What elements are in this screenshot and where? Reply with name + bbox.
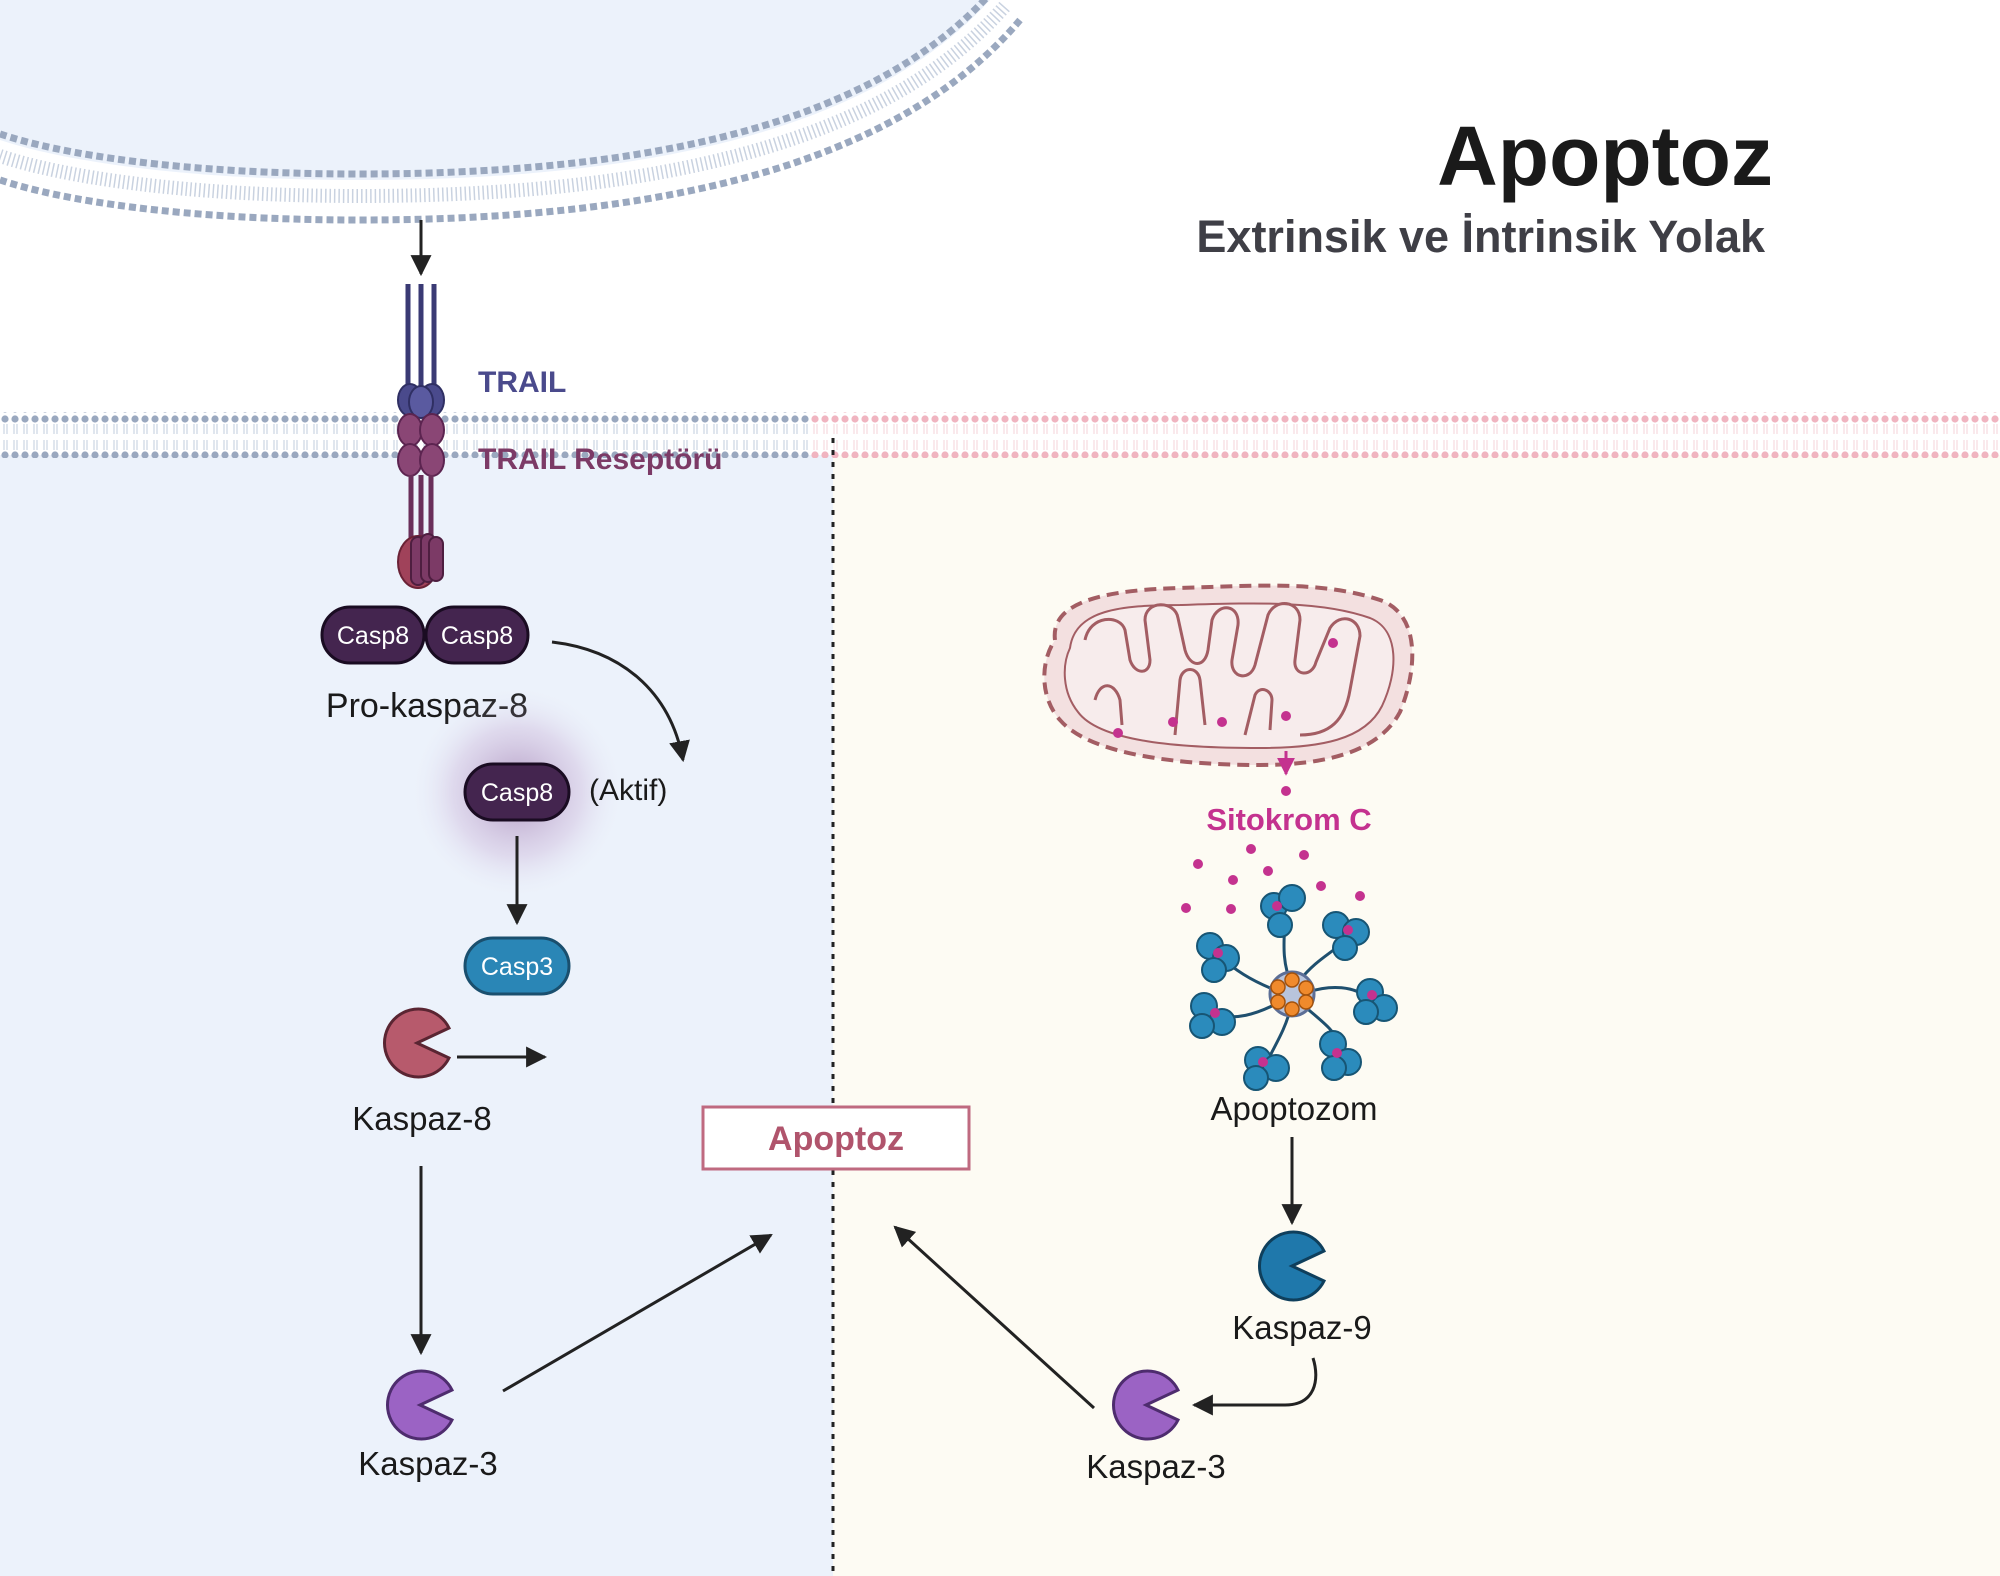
procaspase-8-pill-left: Casp8 — [337, 622, 409, 650]
caspase-9-to-caspase-3-arrow — [1191, 1357, 1318, 1416]
caspase-3-pacman-icon — [385, 1369, 455, 1441]
intrinsic-to-apoptosis-arrow — [893, 1225, 1096, 1410]
casp3-pill-label: Casp3 — [481, 953, 553, 981]
procaspase-8-complex — [320, 605, 530, 665]
caspase-8-label: Kaspaz-8 — [352, 1100, 491, 1137]
active-casp8-pill — [463, 762, 571, 822]
caspase-9-label: Kaspaz-9 — [1232, 1309, 1371, 1346]
trail-receptor-label: TRAIL Reseptörü — [478, 443, 722, 476]
active-casp8-pill-label: Casp8 — [481, 779, 553, 807]
trail-receptor-icon — [397, 284, 445, 589]
apoptosome-icon — [1189, 884, 1398, 1091]
apoptosis-box — [701, 1105, 971, 1171]
external-cell-membrane — [0, 0, 1023, 224]
page-subtitle: Extrinsik ve İntrinsik Yolak — [1196, 211, 1766, 262]
trail-label: TRAIL — [478, 366, 566, 399]
caspase-8-pacman-icon — [382, 1007, 452, 1079]
cytochrome-c-label: Sitokrom C — [1206, 802, 1371, 837]
intrinsic-caspase-3-pacman-icon — [1111, 1369, 1181, 1441]
extrinsic-to-apoptosis-arrow — [502, 1233, 773, 1393]
caspase-9-pacman-icon — [1257, 1230, 1327, 1302]
extrinsic-caspase-3-label: Kaspaz-3 — [358, 1445, 497, 1482]
procaspase-8-pill-right: Casp8 — [441, 622, 513, 650]
page-title: Apoptoz — [1437, 109, 1773, 203]
intrinsic-cell-membrane — [810, 412, 2000, 458]
intrinsic-region — [833, 455, 2000, 1576]
apoptosome-label: Apoptozom — [1211, 1090, 1378, 1127]
intrinsic-caspase-3-label: Kaspaz-3 — [1086, 1448, 1225, 1485]
cytochrome-dot — [1281, 786, 1291, 796]
apoptosis-label: Apoptoz — [768, 1120, 904, 1158]
active-label: (Aktif) — [589, 774, 667, 807]
mitochondrion-icon — [1042, 583, 1415, 768]
activation-arrow — [551, 640, 690, 763]
cytochrome-particles — [1181, 844, 1365, 914]
casp3-pill — [463, 936, 571, 996]
